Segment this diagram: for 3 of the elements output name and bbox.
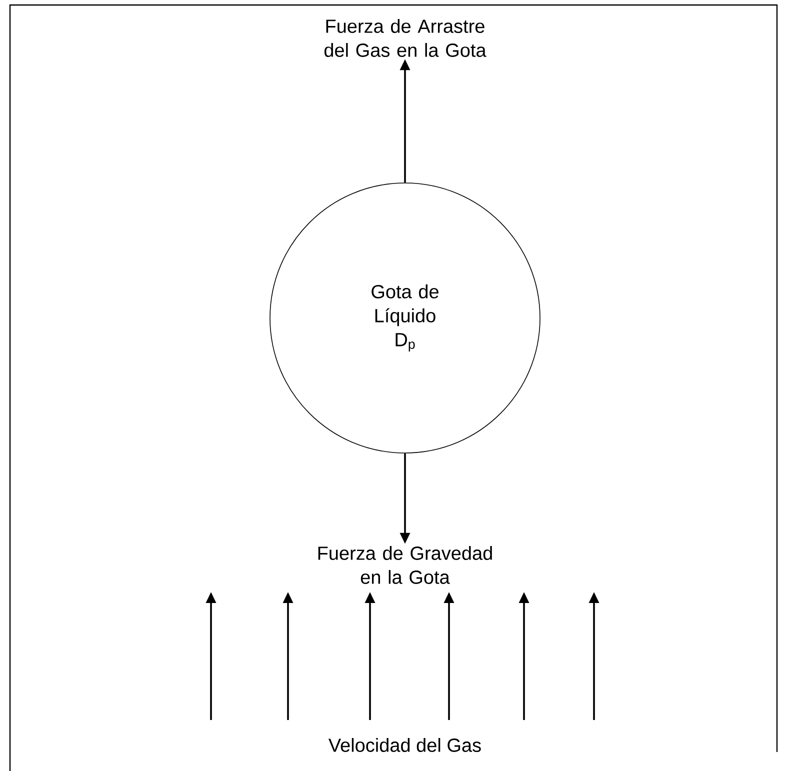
force-label: Fuerza de Gravedad en la Gota <box>318 546 492 584</box>
caption-text: Velocidad del Gas <box>328 738 481 752</box>
force-label: Fuerza de Arrastre del Gas en la Gota <box>324 19 486 57</box>
